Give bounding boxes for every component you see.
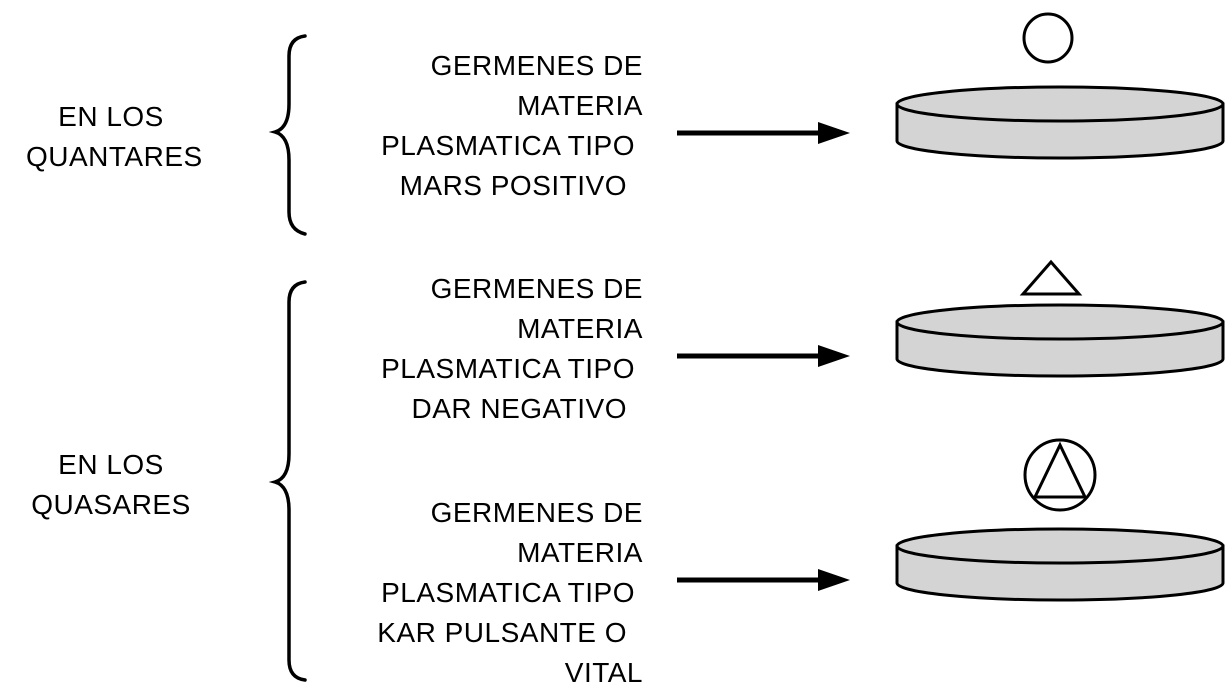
group-label-quasares: EN LOS QUASARES bbox=[26, 445, 196, 525]
item-text-line: GERMENES DE bbox=[430, 273, 643, 304]
item-text-kar-pulsante: GERMENES DE MATERIA PLASMATICA TIPO KAR … bbox=[323, 493, 643, 693]
item-text-line: PLASMATICA TIPO bbox=[381, 130, 635, 161]
item-text-line: GERMENES DE bbox=[430, 50, 643, 81]
item-text-line: MARS POSITIVO bbox=[399, 170, 627, 201]
arrow-2 bbox=[677, 345, 850, 367]
item-text-line: PLASMATICA TIPO bbox=[381, 353, 635, 384]
group-label-line: QUASARES bbox=[31, 489, 191, 520]
item-text-dar-negativo: GERMENES DE MATERIA PLASMATICA TIPO DAR … bbox=[323, 269, 643, 429]
circle-icon bbox=[1022, 12, 1074, 64]
item-text-mars-positivo: GERMENES DE MATERIA PLASMATICA TIPO MARS… bbox=[323, 46, 643, 206]
item-text-line: MATERIA bbox=[517, 90, 643, 121]
item-text-line: GERMENES DE bbox=[430, 497, 643, 528]
arrow-1 bbox=[677, 122, 850, 144]
item-text-line: MATERIA bbox=[517, 537, 643, 568]
item-text-line: VITAL bbox=[564, 657, 643, 688]
item-text-line: KAR PULSANTE O bbox=[377, 617, 627, 648]
disk-3 bbox=[895, 527, 1225, 602]
group-label-line: EN LOS bbox=[58, 101, 164, 132]
item-text-line: PLASMATICA TIPO bbox=[381, 577, 635, 608]
group-label-line: QUANTARES bbox=[26, 141, 203, 172]
disk-1 bbox=[895, 85, 1225, 160]
group-label-line: EN LOS bbox=[58, 449, 164, 480]
item-text-line: DAR NEGATIVO bbox=[411, 393, 627, 424]
disk-2 bbox=[895, 303, 1225, 378]
triangle-icon bbox=[1019, 259, 1083, 296]
arrow-3 bbox=[677, 569, 850, 591]
group-label-quantares: EN LOS QUANTARES bbox=[26, 97, 203, 177]
triangle-in-circle-icon bbox=[1023, 438, 1097, 512]
brace-quantares bbox=[268, 34, 307, 236]
item-text-line: MATERIA bbox=[517, 313, 643, 344]
brace-quasares bbox=[268, 280, 307, 682]
